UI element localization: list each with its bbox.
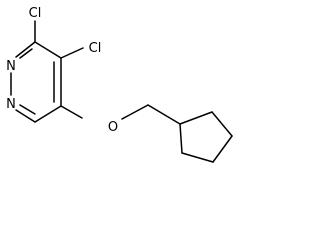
bond-o-ch2 [121,104,149,120]
bond-cp2-cp3 [181,152,214,163]
bond-c4-c3 [34,41,62,59]
atom-label-cl-right: Cl [89,41,102,56]
bond-n1-c6-inner [19,104,36,115]
bond-c3-n2-inner [19,48,33,59]
bond-ch2-cp [147,104,181,125]
bond-c4-cl [60,47,84,59]
pyridazine-ring [10,41,62,123]
bond-n1-c6 [15,109,36,123]
bond-c3-n2 [15,41,36,58]
atom-label-cl-top: Cl [29,6,42,21]
atom-label-n1: N [6,97,16,112]
atom-label-o: O [108,120,118,135]
bond-c6-c5 [34,105,62,123]
bond-cp4-cp5 [211,111,233,137]
atom-label-n2: N [6,59,16,74]
bond-cp5-cp1 [179,111,213,125]
cyclopentane-ring [179,111,233,163]
atom-labels: Cl Cl N N O [6,6,118,135]
substituent-bonds [34,20,181,125]
bond-cp3-cp4 [212,135,233,163]
bond-cp1-cp2 [179,123,183,154]
bond-c5-o [60,105,83,119]
chemical-structure-diagram: Cl Cl N N O [6,6,233,163]
